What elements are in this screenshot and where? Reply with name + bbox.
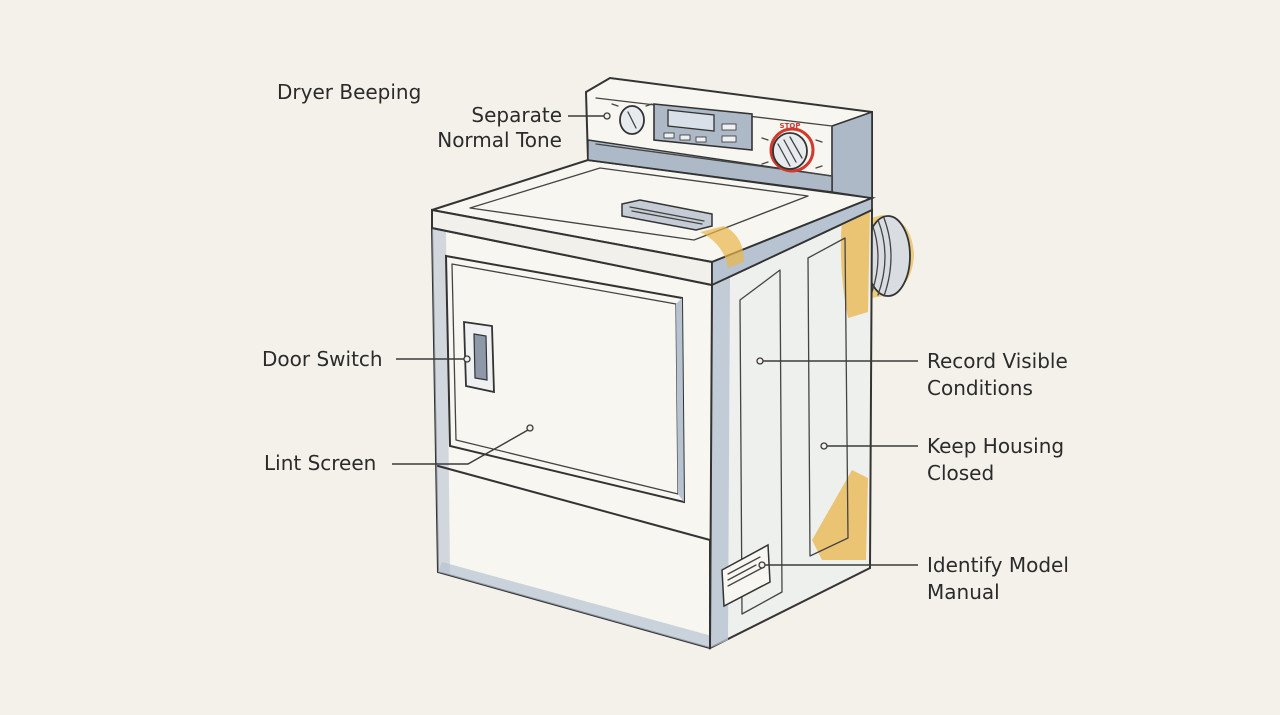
callout-dot: [756, 357, 764, 365]
svg-text:Closed: Closed: [927, 461, 994, 485]
callout-separate-tone: Separate Normal Tone: [437, 103, 611, 152]
timer-dial: STOP: [761, 122, 823, 173]
svg-text:Manual: Manual: [927, 580, 1000, 604]
svg-text:Lint Screen: Lint Screen: [264, 451, 376, 475]
lint-screen-slot: [621, 199, 713, 231]
dryer-door: [444, 254, 686, 504]
callout-door-switch: Door Switch: [262, 347, 471, 371]
svg-text:Identify Model: Identify Model: [927, 553, 1069, 577]
callout-keep-housing-closed: Keep Housing Closed: [820, 434, 1064, 485]
callout-dot: [603, 112, 611, 120]
diagram-title: Dryer Beeping: [277, 80, 421, 104]
dryer-illustration: STOP: [430, 76, 914, 650]
callout-dot: [820, 442, 828, 450]
callout-dot: [463, 355, 471, 363]
kick-panel: [437, 465, 711, 649]
left-knob: [611, 103, 653, 135]
callout-dot: [526, 424, 534, 432]
svg-text:Normal Tone: Normal Tone: [437, 128, 562, 152]
svg-text:Door Switch: Door Switch: [262, 347, 383, 371]
callout-lint-screen: Lint Screen: [264, 424, 534, 475]
display-panel: [653, 103, 753, 151]
svg-text:Separate: Separate: [471, 103, 562, 127]
door-handle: [463, 320, 495, 394]
callout-record-conditions: Record Visible Conditions: [756, 349, 1068, 400]
svg-text:Record Visible: Record Visible: [927, 349, 1068, 373]
svg-text:Keep Housing: Keep Housing: [927, 434, 1064, 458]
svg-text:Conditions: Conditions: [927, 376, 1033, 400]
callout-identify-model: Identify Model Manual: [758, 553, 1069, 604]
model-plate: [721, 543, 771, 608]
control-console: STOP: [584, 76, 873, 200]
stop-marking: STOP: [780, 122, 801, 130]
callout-dot: [758, 561, 766, 569]
